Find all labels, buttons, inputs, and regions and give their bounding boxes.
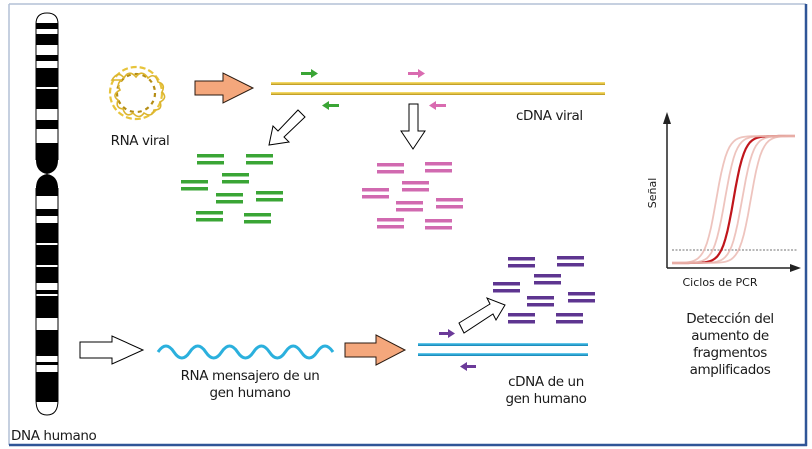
transcription-arrow — [79, 335, 145, 365]
dna-fragment-strand — [377, 170, 404, 174]
dna-fragment-strand — [246, 154, 273, 158]
amplify-arrow-pink — [400, 103, 426, 150]
dna-fragment-strand — [425, 226, 452, 230]
dna-fragment-strand — [493, 289, 520, 293]
human-cdna-strands — [418, 343, 588, 356]
dna-fragment-strand — [568, 299, 595, 303]
label-rna-viral: RNA viral — [110, 133, 170, 149]
chart-y-axis-arrow — [663, 112, 671, 124]
label-cdna-viral: cDNA viral — [516, 108, 583, 124]
dna-fragment-strand — [396, 201, 423, 205]
label-deteccion-line2: aumento de — [691, 328, 769, 344]
chart-ylabel: Señal — [646, 178, 659, 209]
dna-fragment-strand — [493, 282, 520, 286]
label-dna-humano: DNA humano — [11, 428, 97, 444]
dna-fragment-strand — [362, 195, 389, 199]
chromosome-icon — [35, 12, 59, 416]
label-deteccion-line3: fragmentos — [693, 345, 767, 361]
dna-fragment-strand — [244, 220, 271, 224]
label-cdna-humano: cDNA de un gen humano — [486, 374, 606, 408]
viral-rna-icon — [108, 65, 166, 121]
green-primer-forward-icon — [301, 69, 318, 78]
label-deteccion-line1: Detección del — [686, 311, 774, 327]
green-fragments — [181, 154, 283, 224]
process-arrow-mrna-to-cdna — [344, 334, 407, 366]
label-cdna-humano-line1: cDNA de un — [508, 374, 584, 390]
dna-fragment-strand — [557, 263, 584, 267]
dna-fragment-strand — [197, 154, 224, 158]
dna-fragment-strand — [436, 198, 463, 202]
dna-fragment-strand — [527, 296, 554, 300]
dna-fragment-strand — [556, 313, 583, 317]
process-arrow-rna-to-cdna — [194, 72, 255, 104]
label-deteccion: Detección del aumento de fragmentos ampl… — [660, 311, 800, 379]
chart-xlabel: Ciclos de PCR — [682, 276, 757, 289]
pcr-amplification-chart: Señal Ciclos de PCR — [646, 112, 801, 289]
dna-fragment-strand — [402, 181, 429, 185]
purple-primer-forward-icon — [439, 329, 455, 338]
chart-x-axis-arrow — [790, 264, 801, 272]
pink-fragments — [362, 162, 463, 230]
dna-fragment-strand — [508, 257, 535, 261]
dna-fragment-strand — [534, 281, 561, 285]
dna-fragment-strand — [216, 193, 243, 197]
dna-fragment-strand — [436, 205, 463, 209]
dna-fragment-strand — [216, 200, 243, 204]
dna-fragment-strand — [362, 188, 389, 192]
label-rna-mensajero-line1: RNA mensajero de un — [180, 368, 320, 384]
green-primer-reverse-icon — [322, 101, 339, 110]
label-deteccion-line4: amplificados — [689, 362, 771, 378]
dna-fragment-strand — [508, 313, 535, 317]
dna-fragment-strand — [197, 161, 224, 165]
dna-fragment-strand — [222, 173, 249, 177]
dna-fragment-strand — [396, 208, 423, 212]
label-rna-mensajero: RNA mensajero de un gen humano — [150, 368, 350, 402]
dna-fragment-strand — [377, 225, 404, 229]
dna-fragment-strand — [425, 169, 452, 173]
purple-primer-reverse-icon — [460, 362, 476, 371]
dna-fragment-strand — [568, 292, 595, 296]
pink-primer-reverse-icon — [429, 101, 446, 110]
dna-fragment-strand — [377, 218, 404, 222]
dna-fragment-strand — [534, 274, 561, 278]
dna-fragment-strand — [244, 213, 271, 217]
chart-curve-replicate — [672, 135, 796, 264]
figure-frame — [8, 3, 808, 447]
mrna-wave — [156, 344, 335, 360]
purple-fragments — [493, 256, 595, 324]
label-cdna-humano-line2: gen humano — [505, 391, 587, 407]
dna-fragment-strand — [425, 162, 452, 166]
dna-fragment-strand — [402, 188, 429, 192]
dna-fragment-strand — [222, 180, 249, 184]
dna-fragment-strand — [196, 218, 223, 222]
dna-fragment-strand — [256, 198, 283, 202]
dna-fragment-strand — [181, 180, 208, 184]
dna-fragment-strand — [196, 211, 223, 215]
dna-fragment-strand — [181, 187, 208, 191]
chart-curve-main — [672, 134, 795, 265]
viral-cdna-strands — [271, 82, 605, 95]
dna-fragment-strand — [256, 191, 283, 195]
dna-fragment-strand — [246, 161, 273, 165]
label-rna-mensajero-line2: gen humano — [209, 385, 291, 401]
dna-fragment-strand — [556, 320, 583, 324]
dna-fragment-strand — [557, 256, 584, 260]
amplify-arrow-purple — [458, 297, 506, 334]
dna-fragment-strand — [527, 303, 554, 307]
dna-fragment-strand — [425, 219, 452, 223]
dna-fragment-strand — [508, 264, 535, 268]
amplify-arrow-green — [268, 109, 306, 146]
pink-primer-forward-icon — [408, 69, 425, 78]
dna-fragment-strand — [508, 320, 535, 324]
dna-fragment-strand — [377, 163, 404, 167]
